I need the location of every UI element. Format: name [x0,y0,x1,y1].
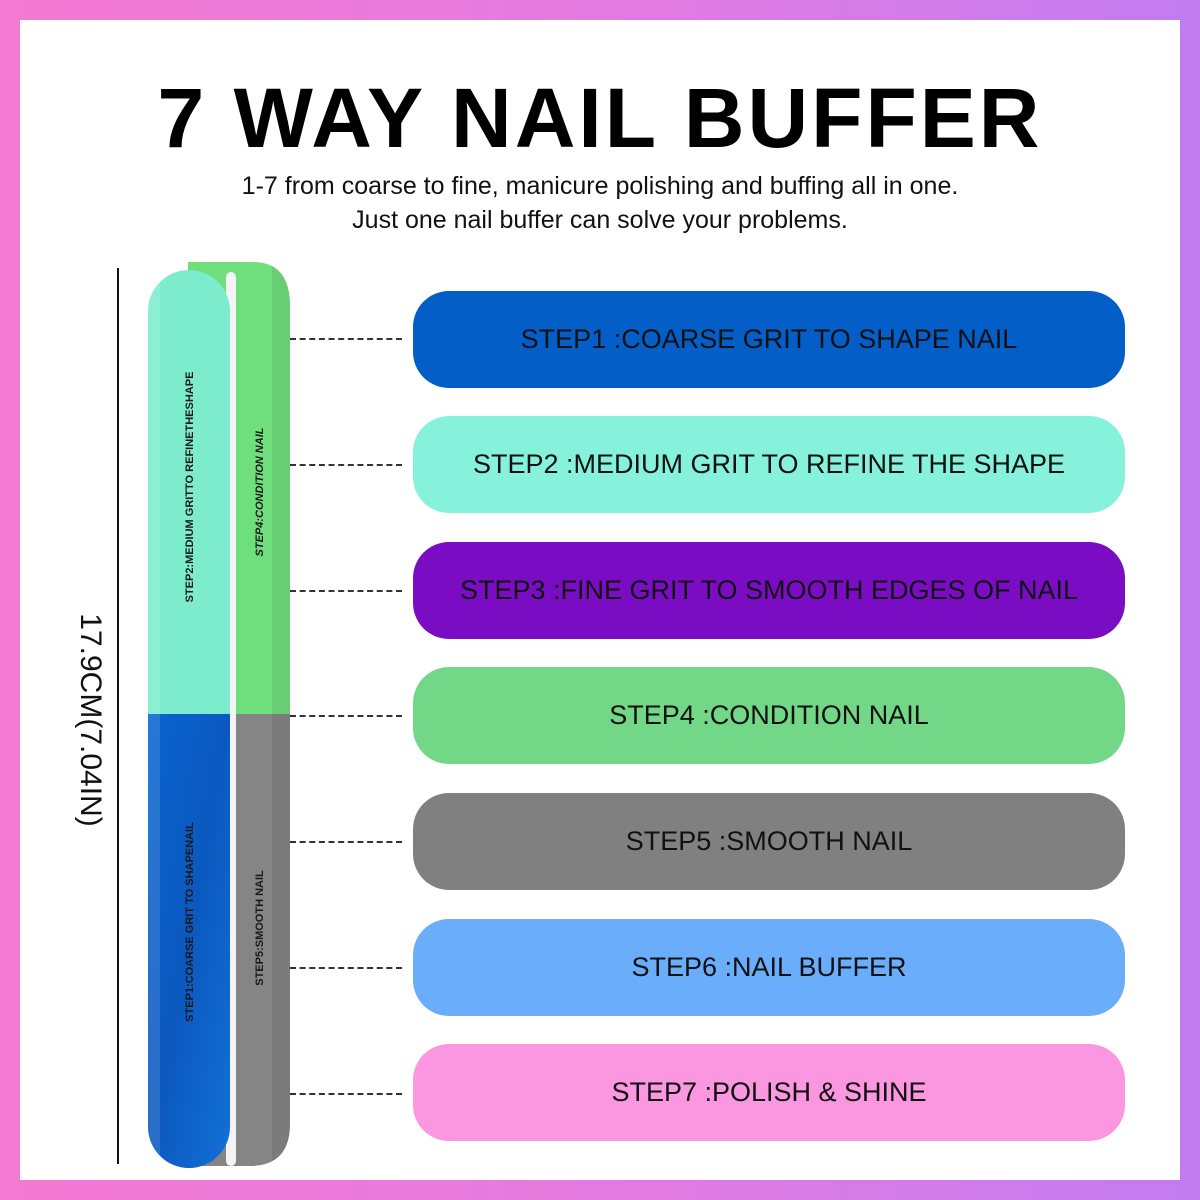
step-pill-2: STEP2 :MEDIUM GRIT TO REFINE THE SHAPE [413,416,1125,513]
step-pill-7: STEP7 :POLISH & SHINE [413,1044,1125,1141]
connector-step7 [290,1093,402,1095]
connector-step4 [290,715,402,717]
front-teal-segment [148,270,230,714]
buffer-label-step2: STEP2:MEDIUM GRITTO REFINETHESHAPE [184,371,196,603]
connector-step1 [290,338,402,340]
dimension-label: 17.9CM(7.04IN) [74,613,107,827]
connector-step3 [290,590,402,592]
subtitle-line-1: 1-7 from coarse to fine, manicure polish… [241,172,959,200]
nail-buffer-drawing [148,262,290,1168]
front-blue-segment [148,714,230,1168]
nail-buffer-illustration: STEP2:MEDIUM GRITTO REFINETHESHAPE STEP4… [148,262,294,1168]
buffer-label-step1: STEP1:COARSE GRIT TO SHAPENAIL [184,822,196,1022]
page-title: 7 WAY NAIL BUFFER [157,71,1043,165]
dimension-line [117,268,119,1164]
step-pill-4: STEP4 :CONDITION NAIL [413,667,1125,764]
step-pill-6: STEP6 :NAIL BUFFER [413,919,1125,1016]
subtitle-line-2: Just one nail buffer can solve your prob… [352,206,848,234]
connector-step5 [290,841,402,843]
buffer-label-step4: STEP4:CONDITION NAIL [254,427,266,557]
step-pill-1: STEP1 :COARSE GRIT TO SHAPE NAIL [413,291,1125,388]
step-pill-5: STEP5 :SMOOTH NAIL [413,793,1125,890]
step-pill-3: STEP3 :FINE GRIT TO SMOOTH EDGES OF NAIL [413,542,1125,639]
connector-step2 [290,464,402,466]
buffer-label-step5: STEP5:SMOOTH NAIL [254,870,266,986]
connector-step6 [290,967,402,969]
buffer-front-face [148,270,230,1168]
